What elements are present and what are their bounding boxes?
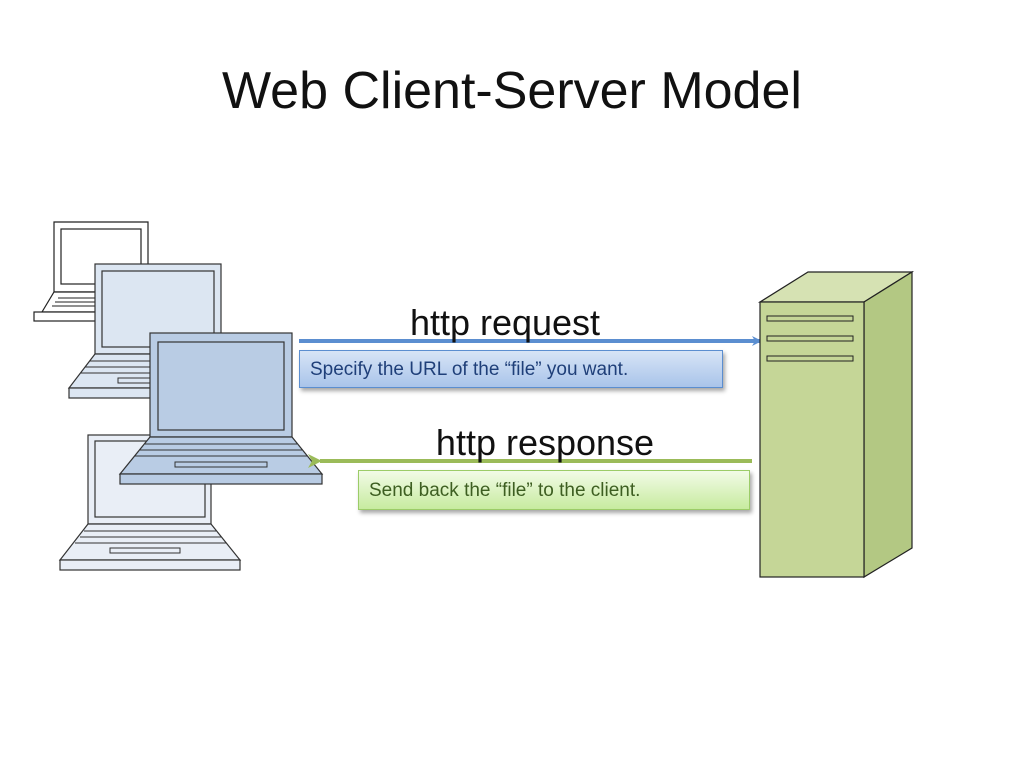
laptop-icon: [118, 332, 324, 485]
server-tower-icon: [757, 270, 915, 579]
request-note: Specify the URL of the “file” you want.: [299, 350, 723, 388]
response-label: http response: [435, 422, 655, 463]
slide-title: Web Client-Server Model: [222, 62, 802, 120]
request-label: http request: [409, 302, 601, 343]
response-note: Send back the “file” to the client.: [358, 470, 750, 510]
